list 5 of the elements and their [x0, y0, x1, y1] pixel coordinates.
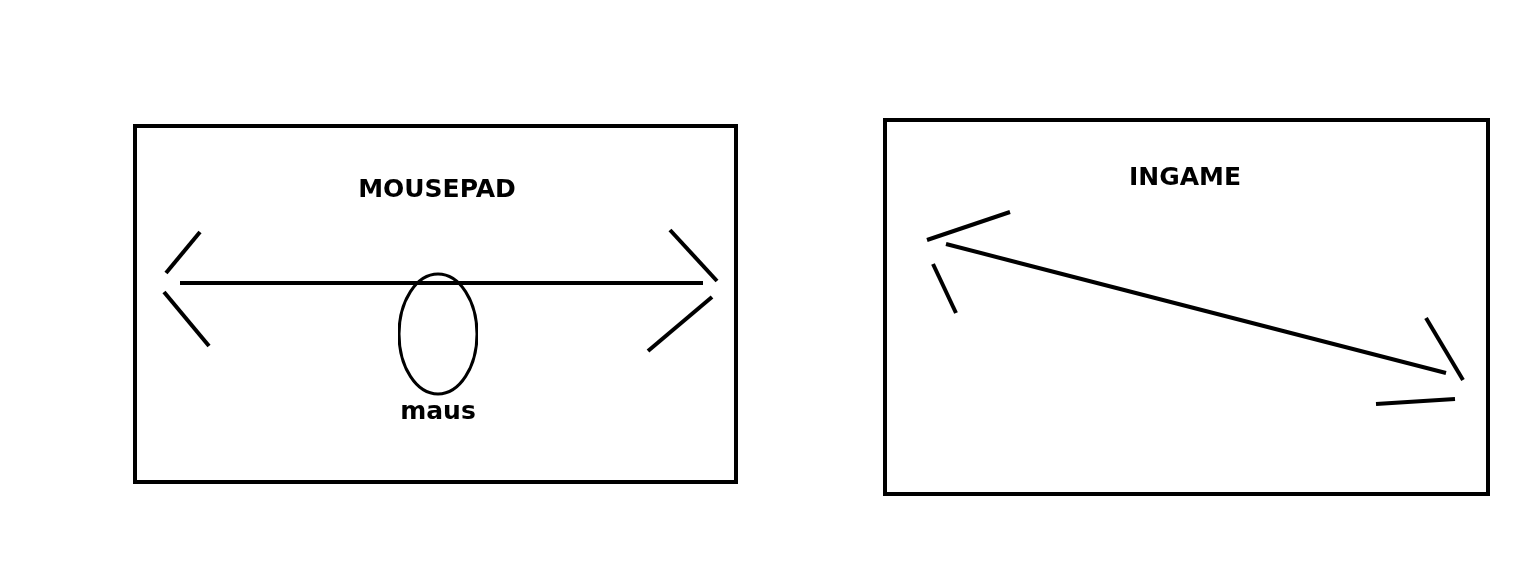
screen-frame [883, 118, 1490, 496]
box-title: INGAME [1128, 162, 1242, 191]
box-title: MOUSEPAD [358, 174, 516, 203]
mouse-label: maus [400, 396, 476, 425]
pad-frame [133, 124, 738, 484]
